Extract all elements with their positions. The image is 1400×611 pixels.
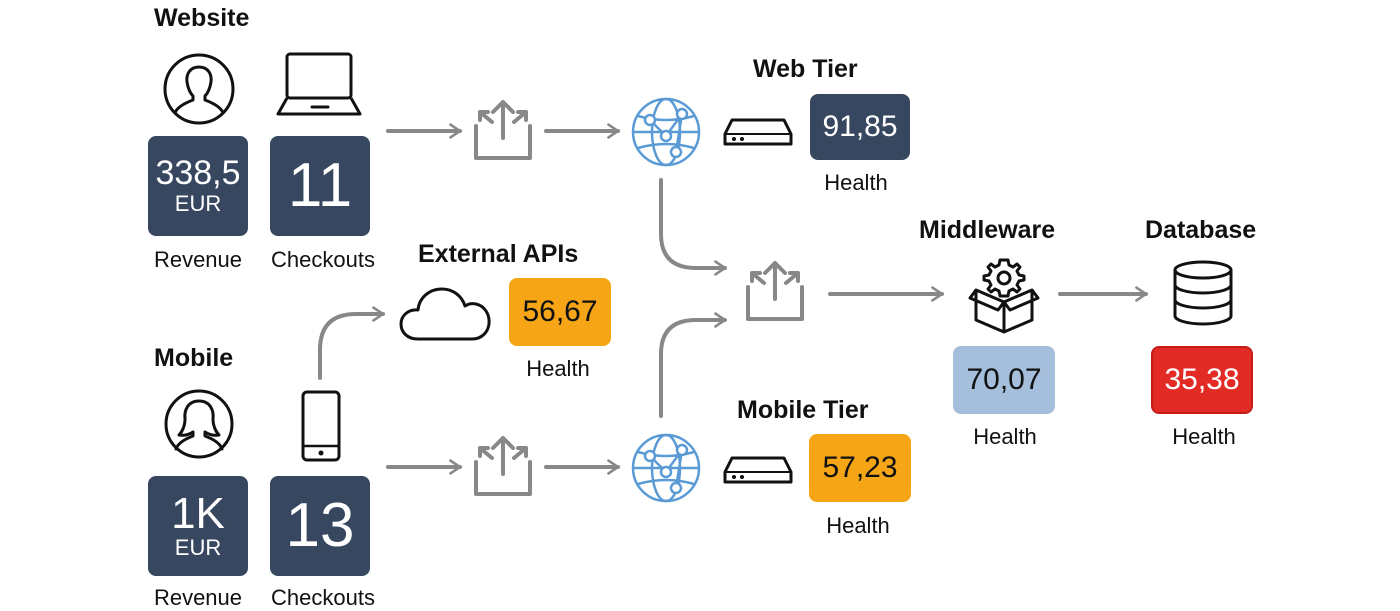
share-icon-website [474, 100, 532, 160]
external-apis-health-tile: 56,67 [509, 278, 611, 346]
globe-icon-web [631, 97, 701, 167]
user-female-icon [164, 389, 234, 459]
mobile-revenue-label: Revenue [153, 585, 243, 610]
external-apis-health-value: 56,67 [522, 295, 598, 328]
arrow-mobile-to-external-apis [318, 306, 385, 380]
website-title: Website [154, 4, 250, 32]
mobile-checkouts-tile: 13 [270, 476, 370, 576]
laptop-icon [276, 52, 362, 116]
website-revenue-label: Revenue [153, 247, 243, 272]
mobile-checkouts-value: 13 [285, 491, 355, 560]
globe-icon-mobile [631, 433, 701, 503]
web-tier-title: Web Tier [753, 55, 858, 83]
server-icon-mobile [723, 456, 793, 484]
mobile-tier-health-label: Health [826, 513, 890, 538]
server-icon-web [723, 118, 793, 146]
mobile-tier-title: Mobile Tier [737, 396, 869, 424]
website-revenue-tile: 338,5 EUR [148, 136, 248, 236]
database-health-tile: 35,38 [1151, 346, 1253, 414]
external-apis-health-label: Health [526, 356, 590, 381]
package-gear-icon [968, 258, 1040, 334]
mobile-tier-health-value: 57,23 [822, 451, 898, 484]
share-icon-aggregate [746, 261, 804, 321]
website-checkouts-label: Checkouts [271, 247, 375, 272]
website-revenue-unit: EUR [174, 190, 222, 216]
website-revenue-value: 338,5 [155, 154, 241, 193]
mobile-revenue-unit: EUR [174, 534, 222, 560]
web-tier-health-tile: 91,85 [810, 94, 910, 160]
middleware-health-label: Health [973, 424, 1037, 449]
database-health-label: Health [1172, 424, 1236, 449]
external-apis-title: External APIs [418, 240, 579, 268]
web-tier-health-value: 91,85 [822, 110, 898, 143]
middleware-health-value: 70,07 [966, 363, 1042, 396]
database-icon [1173, 260, 1233, 326]
arrow-mobile-tier-to-aggregate [659, 312, 727, 418]
website-checkouts-value: 11 [287, 151, 353, 220]
middleware-title: Middleware [919, 216, 1056, 244]
website-checkouts-tile: 11 [270, 136, 370, 236]
mobile-title: Mobile [154, 344, 234, 372]
user-icon [163, 53, 235, 125]
cloud-icon [399, 287, 491, 341]
smartphone-icon [301, 390, 341, 462]
mobile-revenue-tile: 1K EUR [148, 476, 248, 576]
web-tier-health-label: Health [824, 170, 888, 195]
mobile-revenue-value: 1K [171, 488, 225, 538]
mobile-checkouts-label: Checkouts [271, 585, 375, 610]
database-title: Database [1145, 216, 1257, 244]
share-icon-mobile [474, 436, 532, 496]
middleware-health-tile: 70,07 [953, 346, 1055, 414]
arrow-web-tier-to-aggregate [659, 178, 727, 276]
database-health-value: 35,38 [1164, 363, 1240, 396]
mobile-tier-health-tile: 57,23 [809, 434, 911, 502]
